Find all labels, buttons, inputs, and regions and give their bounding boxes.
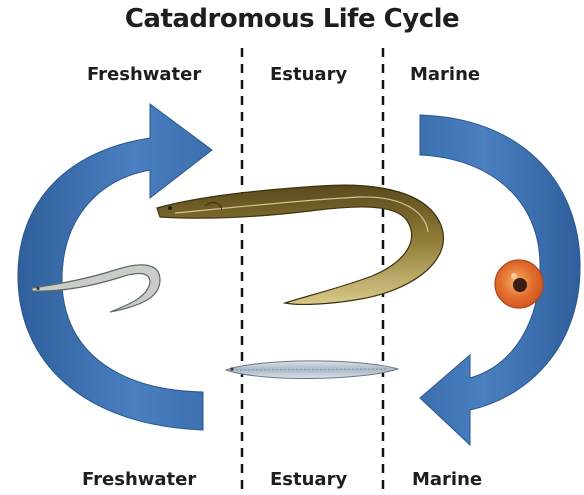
leptocephalus-larva-icon [226, 361, 398, 379]
zone-dividers [242, 48, 383, 495]
left-cycle-arrow [18, 104, 212, 430]
zone-label-marine-top: Marine [410, 64, 480, 85]
zone-label-freshwater-bottom: Freshwater [82, 469, 196, 490]
zone-label-estuary-top: Estuary [270, 64, 347, 85]
zone-label-estuary-bottom: Estuary [270, 469, 347, 490]
diagram-title: Catadromous Life Cycle [0, 4, 584, 34]
egg-icon [495, 260, 543, 308]
adult-eel-icon [157, 185, 443, 304]
image-credit: Cooney [122, 113, 148, 121]
zone-label-marine-bottom: Marine [412, 469, 482, 490]
zone-label-freshwater-top: Freshwater [87, 64, 201, 85]
